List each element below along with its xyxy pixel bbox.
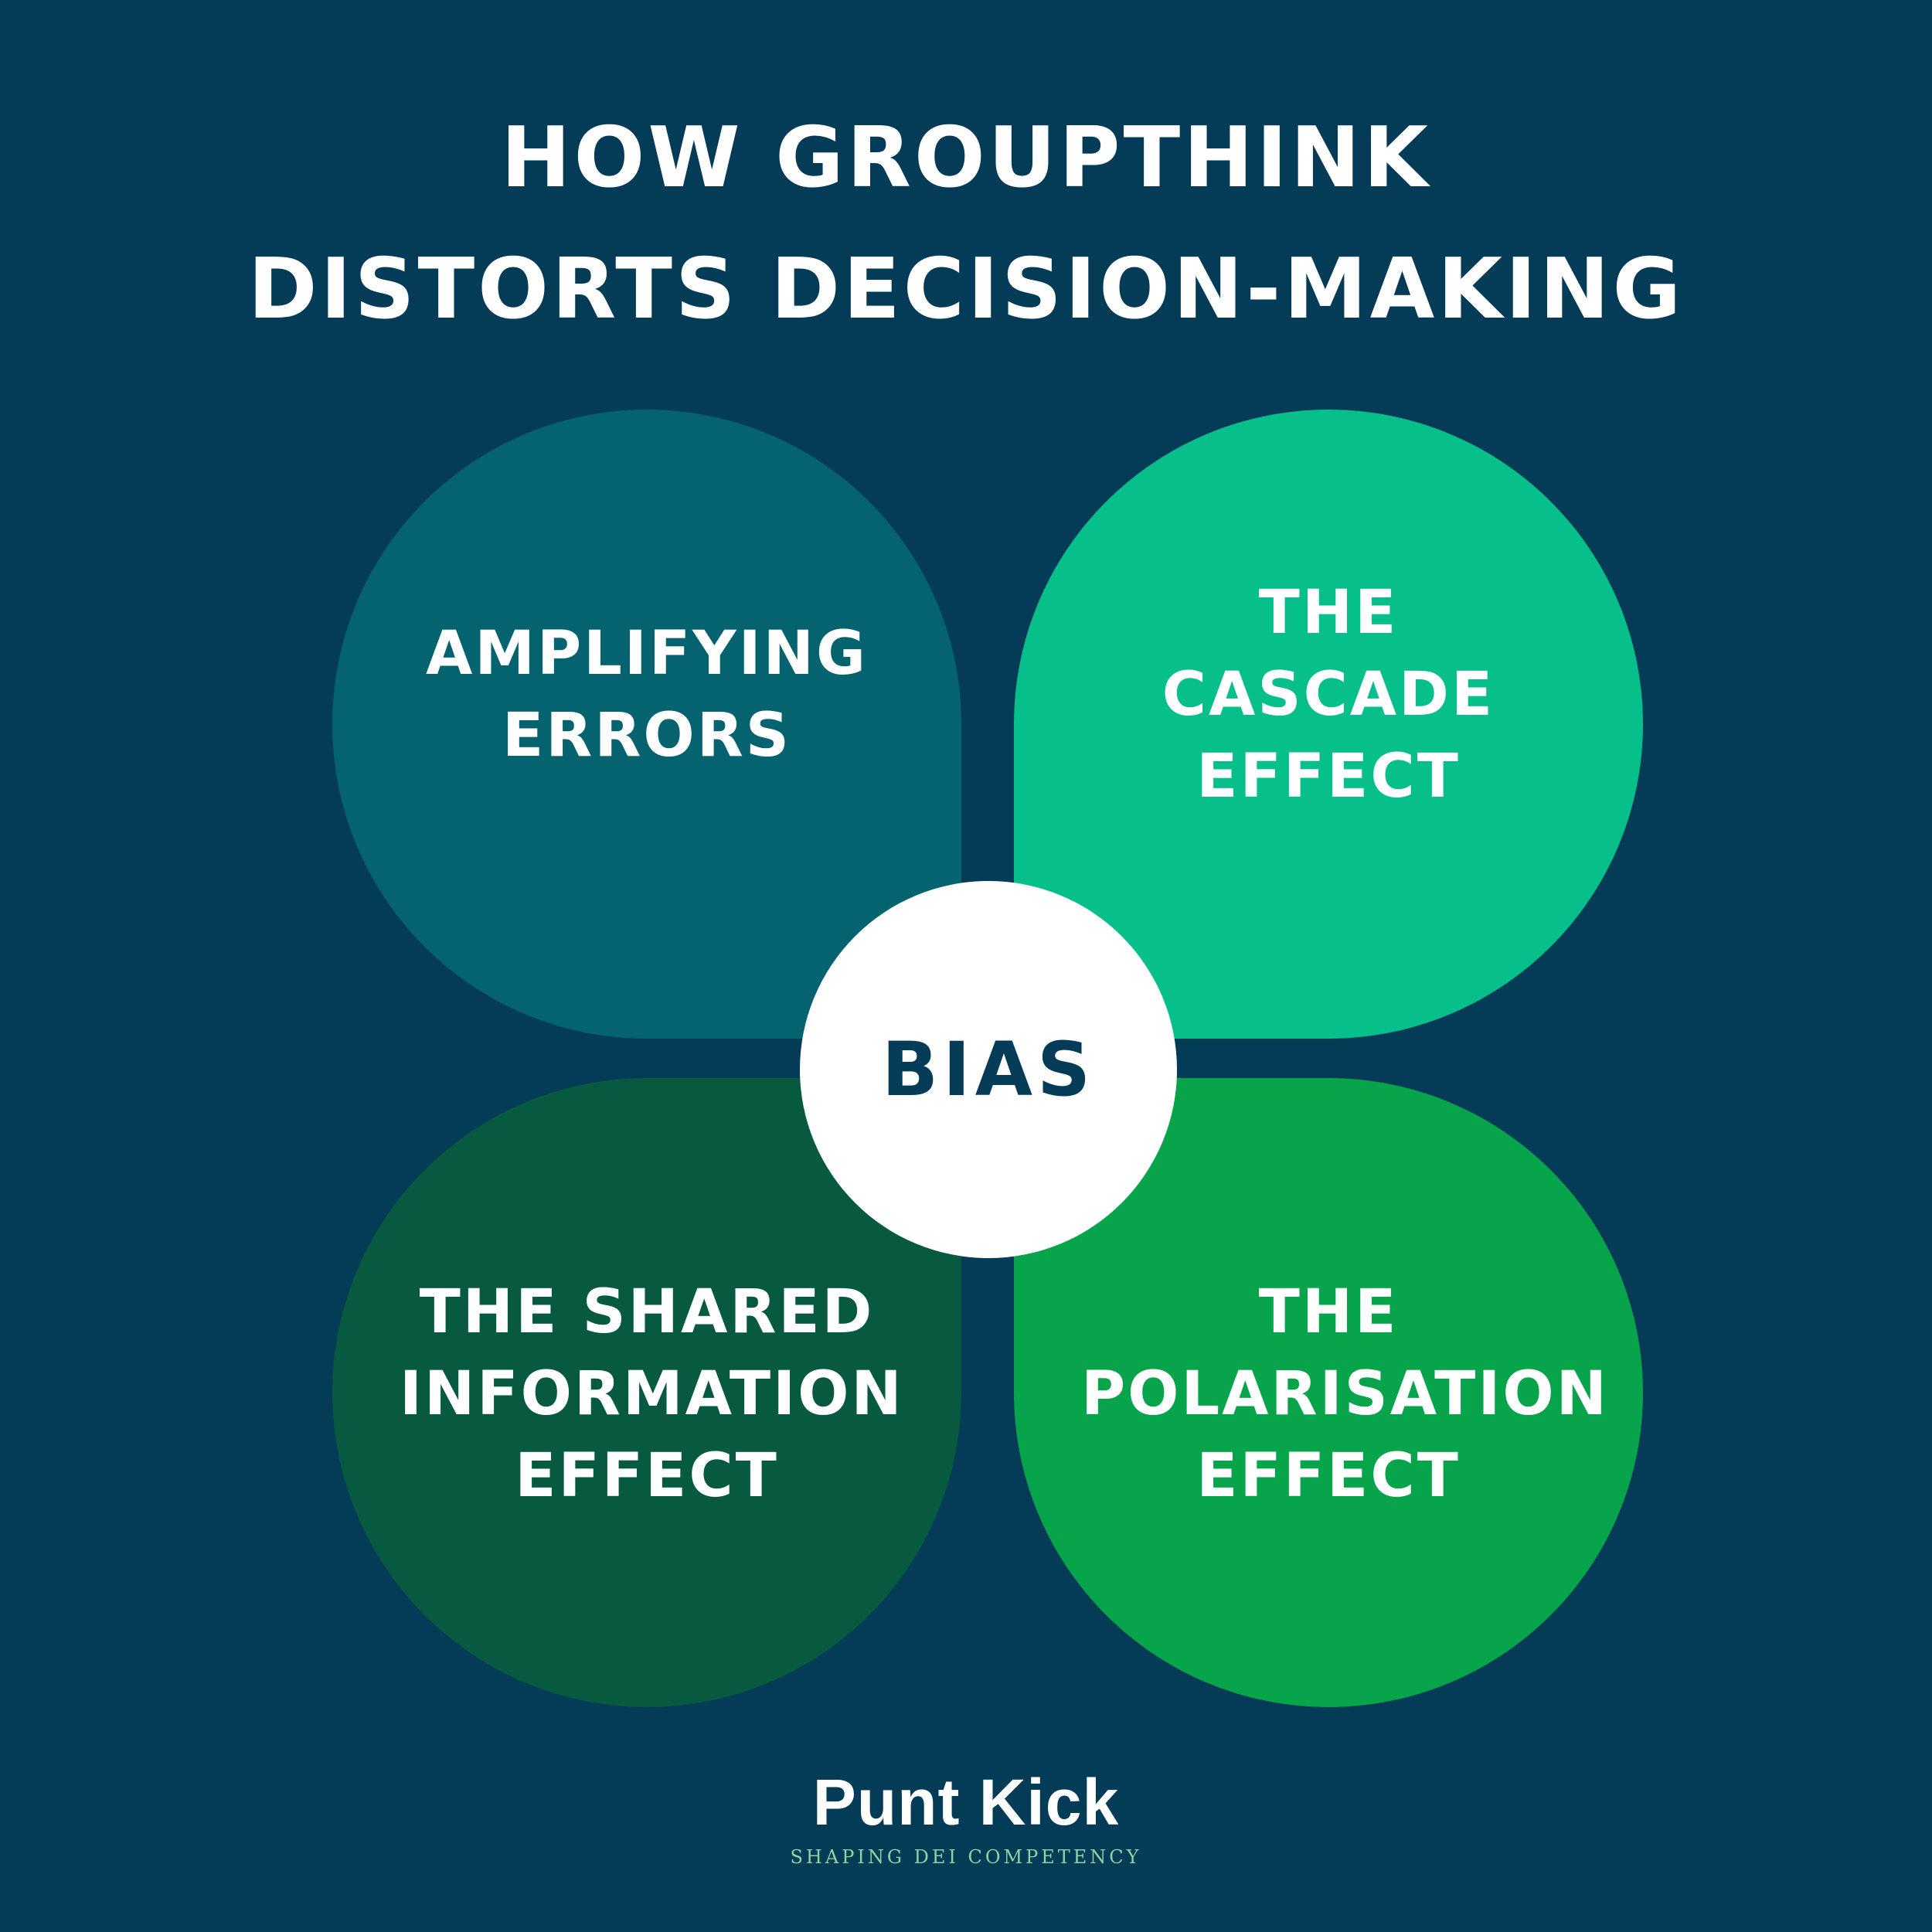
petal-label: AMPLIFYING ERRORS [426, 613, 868, 777]
page-title: HOW GROUPTHINK DISTORTS DECISION-MAKING [0, 93, 1932, 355]
brand-tagline: SHAPING DEI COMPETENCY [790, 1846, 1142, 1868]
petal-label-line: AMPLIFYING [426, 619, 868, 689]
petal-label: THE SHARED INFORMATION EFFECT [400, 1271, 904, 1517]
center-circle: BIAS [800, 881, 1177, 1258]
petal-label-line: EFFECT [1196, 1441, 1461, 1511]
petal-label-line: THE CASCADE [1162, 578, 1495, 730]
petal-label: THE POLARISATION EFFECT [1081, 1271, 1609, 1517]
petal-label-line: EFFECT [515, 1441, 779, 1511]
title-line-1: HOW GROUPTHINK [501, 110, 1431, 206]
petal-label: THE CASCADE EFFECT [1081, 572, 1576, 818]
petal-amplifying-errors: AMPLIFYING ERRORS [332, 410, 961, 1039]
brand-logo: Punt Kick [812, 1766, 1120, 1838]
petal-label-line: ERRORS [502, 701, 791, 770]
petal-label-line: INFORMATION [400, 1359, 904, 1429]
petal-label-line: EFFECT [1196, 742, 1461, 811]
petal-label-line: THE [1258, 1277, 1399, 1347]
petal-label-line: POLARISATION [1081, 1359, 1609, 1429]
center-label: BIAS [881, 1026, 1096, 1113]
petal-label-line: THE SHARED [419, 1277, 875, 1347]
title-line-2: DISTORTS DECISION-MAKING [247, 241, 1685, 338]
